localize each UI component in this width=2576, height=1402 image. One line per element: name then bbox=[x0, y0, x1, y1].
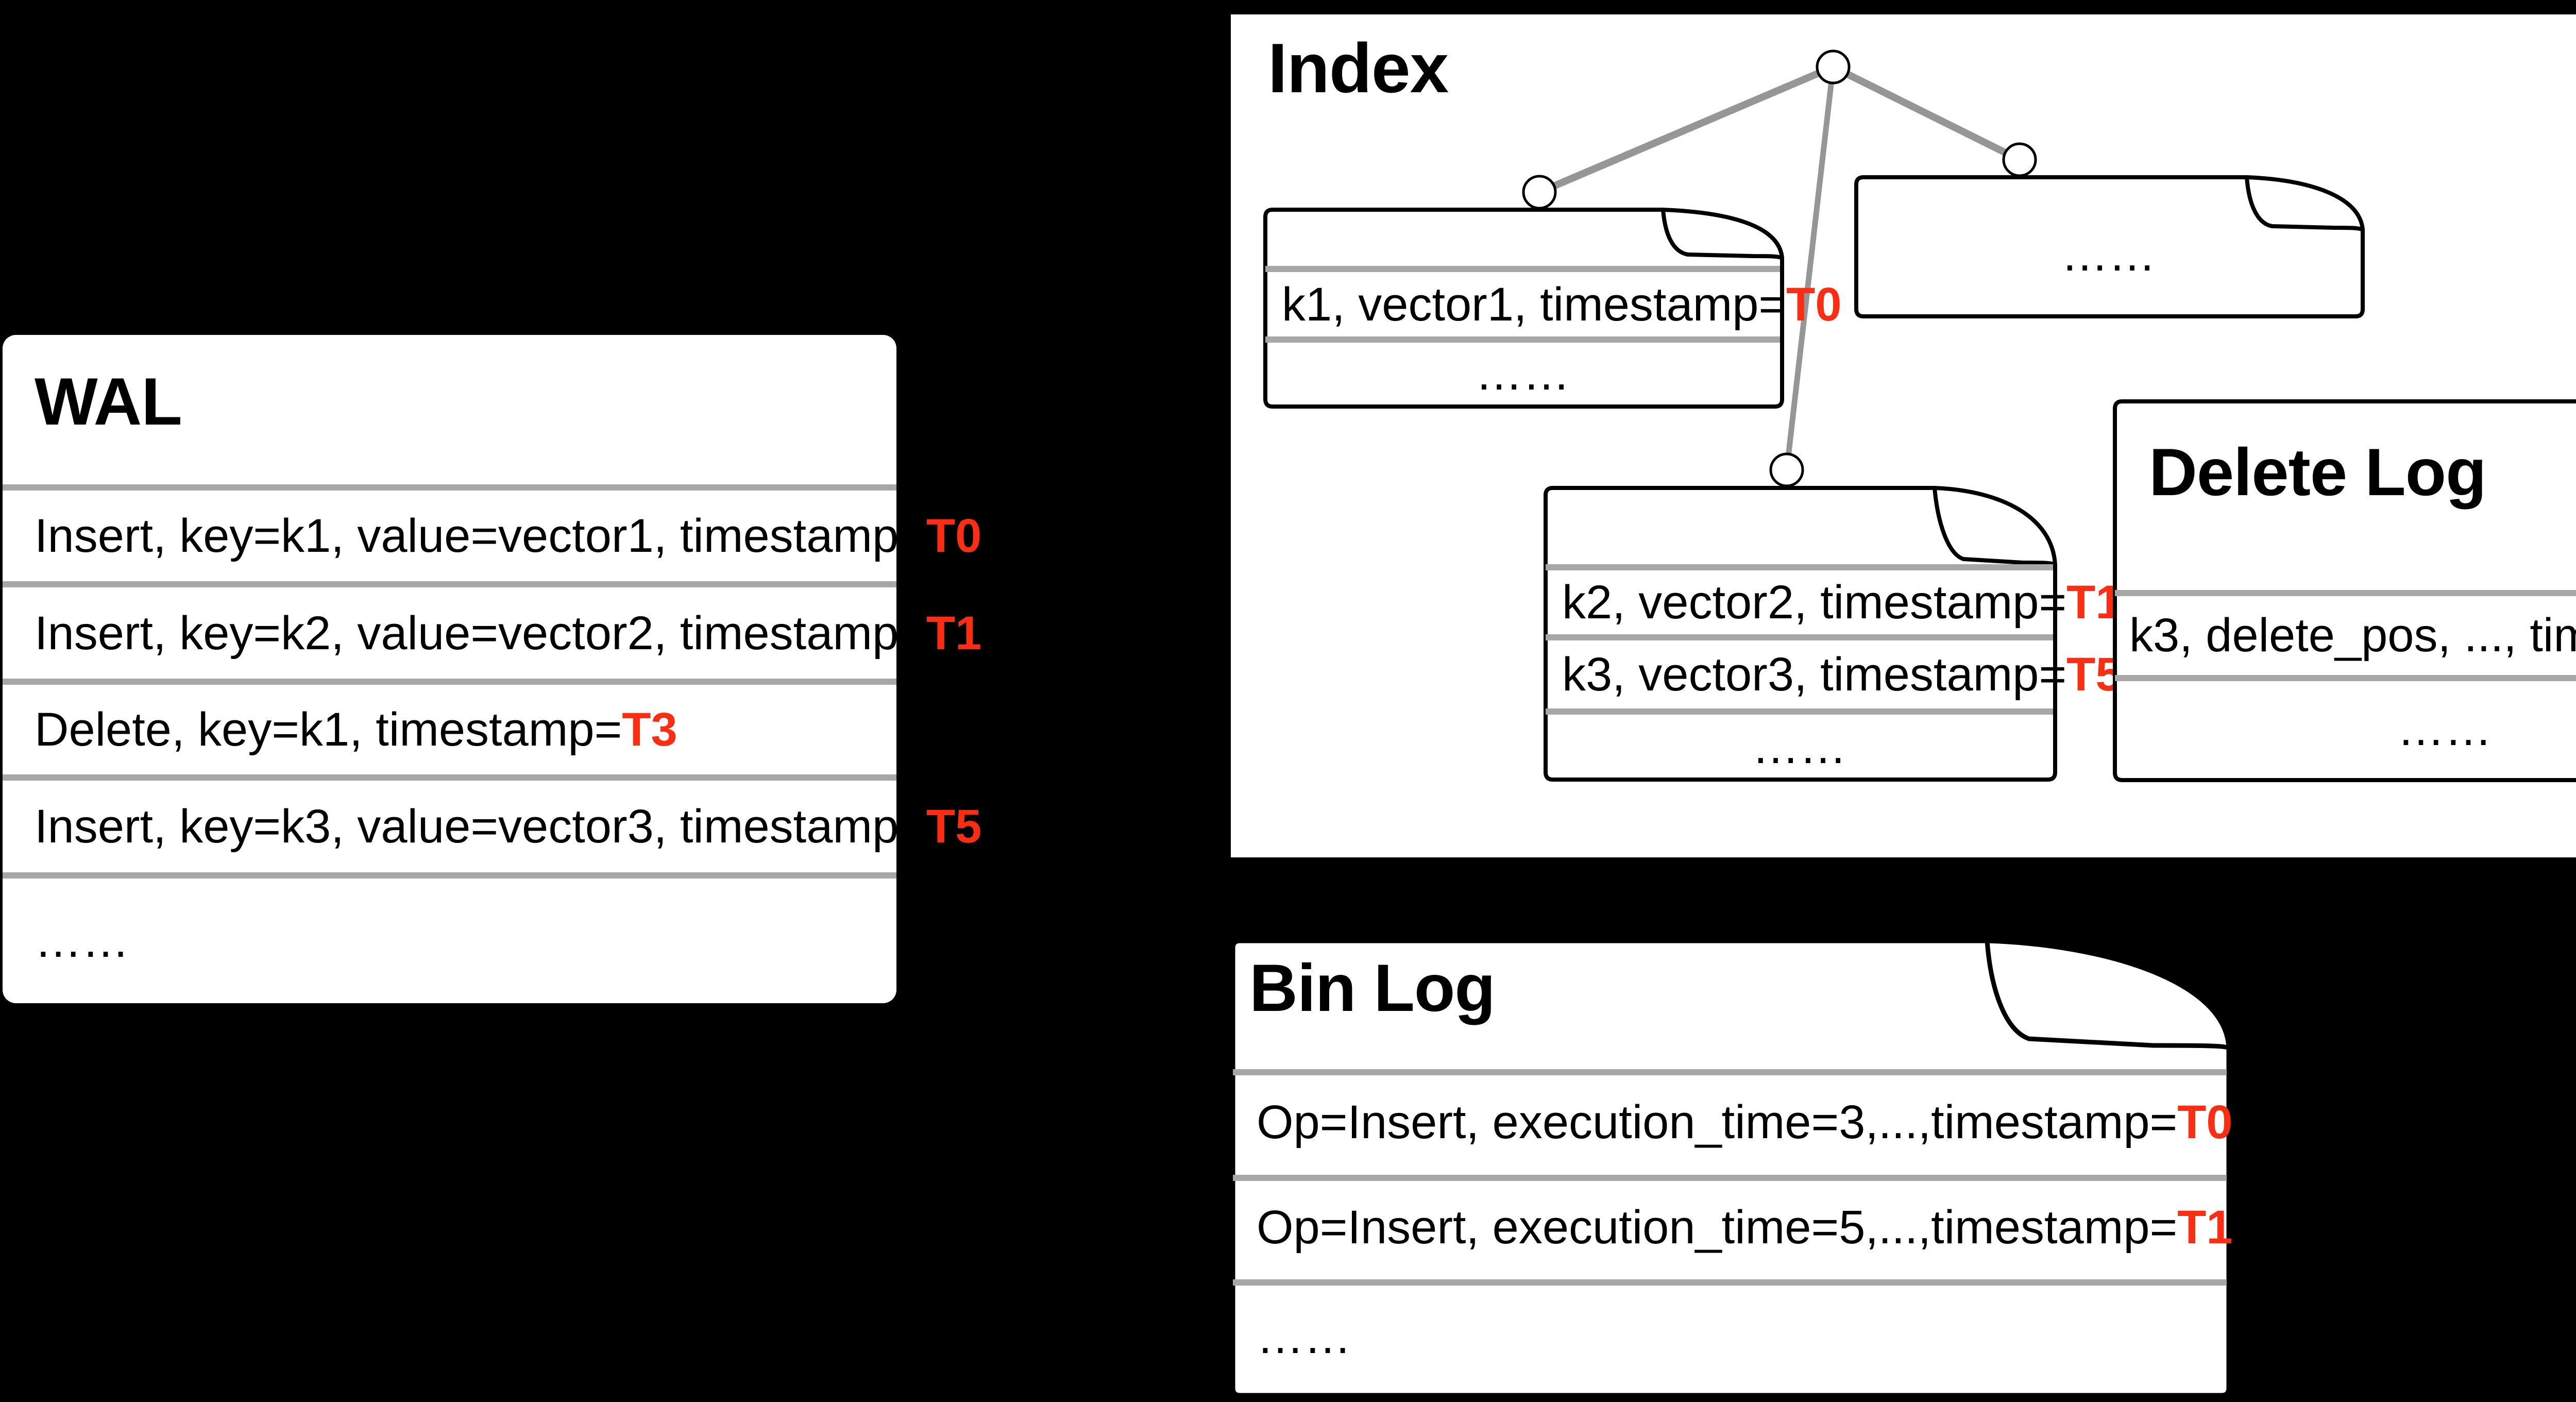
segment-row-text: k2, vector2, timestamp= bbox=[1562, 576, 2067, 629]
segment3-row-k3: k3, vector3, timestamp=T5 bbox=[1562, 640, 2122, 708]
ellipsis-text: …… bbox=[35, 915, 129, 967]
index-tree-graph bbox=[1522, 49, 2037, 487]
doc-separator bbox=[1265, 336, 1780, 343]
doc-separator bbox=[1546, 634, 2053, 640]
delete-log-row-more: …… bbox=[2118, 681, 2576, 777]
delete-log-document: Delete Log k3, delete_pos, ..., timestam… bbox=[2111, 399, 2576, 782]
timestamp-t1: T1 bbox=[2177, 1201, 2233, 1254]
ellipsis-text: …… bbox=[1475, 347, 1570, 400]
doc-separator bbox=[1233, 1069, 2227, 1075]
bin-log-title: Bin Log bbox=[1249, 950, 1496, 1025]
wal-separator bbox=[3, 872, 896, 879]
page-outline bbox=[1263, 208, 1784, 409]
segment2-row-more: …… bbox=[1859, 191, 2358, 318]
doc-separator bbox=[1546, 708, 2053, 715]
index-segment1-document: k1, vector1, timestamp=T0 …… bbox=[1261, 208, 1842, 409]
folded-corner-icon bbox=[1933, 486, 2057, 567]
wal-panel: WAL Insert, key=k1, value=vector1, times… bbox=[3, 335, 981, 1003]
tree-node-segment1 bbox=[1522, 175, 1557, 210]
segment-row-text: k3, vector3, timestamp= bbox=[1562, 648, 2067, 701]
bin-log-row-1: Op=Insert, execution_time=3,...,timestam… bbox=[1257, 1075, 2233, 1169]
folded-corner-icon bbox=[2245, 175, 2365, 232]
document-shape bbox=[1544, 486, 2057, 782]
wal-row-text: Delete, key=k1, timestamp= bbox=[35, 703, 622, 756]
doc-separator bbox=[2115, 590, 2576, 596]
timestamp-t3: T3 bbox=[622, 703, 677, 756]
ellipsis-text: …… bbox=[2061, 228, 2156, 281]
wal-separator bbox=[3, 484, 896, 491]
timestamp-t0: T0 bbox=[2177, 1095, 2233, 1148]
folded-corner-icon bbox=[1985, 939, 2231, 1051]
page-outline bbox=[1544, 486, 2057, 782]
delete-log-row-text: k3, delete_pos, ..., timestamp= bbox=[2129, 609, 2576, 662]
delete-log-title: Delete Log bbox=[2149, 434, 2487, 510]
wal-row-text: Insert, key=k2, value=vector2, timestamp… bbox=[35, 606, 926, 660]
index-segment2-document: …… bbox=[1852, 175, 2365, 318]
timestamp-t5: T5 bbox=[2066, 648, 2122, 701]
ellipsis-text: …… bbox=[1257, 1311, 1351, 1363]
timestamp-t1: T1 bbox=[2066, 576, 2122, 629]
wal-row-text: Insert, key=k1, value=vector1, timestamp… bbox=[35, 510, 926, 562]
doc-separator bbox=[1546, 564, 2053, 570]
segment1-row-k1: k1, vector1, timestamp=T0 bbox=[1282, 272, 1842, 336]
timestamp-t5: T5 bbox=[926, 800, 982, 853]
tree-edge-root-left bbox=[1538, 63, 1835, 196]
bin-log-row-2: Op=Insert, execution_time=5,...,timestam… bbox=[1257, 1181, 2233, 1273]
wal-row-insert-k1: Insert, key=k1, value=vector1, timestamp… bbox=[35, 491, 981, 581]
document-shape bbox=[1263, 208, 1784, 409]
tree-root-node bbox=[1816, 49, 1851, 85]
ellipsis-text: …… bbox=[2397, 703, 2492, 755]
index-segment3-document: k2, vector2, timestamp=T1 k3, vector3, t… bbox=[1541, 486, 2122, 782]
segment3-row-more: …… bbox=[1549, 715, 2050, 780]
bin-log-document: Bin Log Op=Insert, execution_time=3,...,… bbox=[1229, 939, 2233, 1397]
wal-row-more: …… bbox=[35, 879, 886, 1003]
doc-separator bbox=[1233, 1175, 2227, 1181]
page-outline bbox=[1854, 175, 2365, 318]
folded-corner-icon bbox=[1661, 208, 1784, 260]
wal-row-insert-k3: Insert, key=k3, value=vector3, timestamp… bbox=[35, 781, 981, 872]
segment3-row-k2: k2, vector2, timestamp=T1 bbox=[1562, 570, 2122, 634]
doc-separator bbox=[1233, 1279, 2227, 1286]
doc-separator bbox=[2115, 675, 2576, 681]
doc-separator bbox=[1265, 266, 1780, 272]
index-panel-title: Index bbox=[1268, 29, 1449, 107]
wal-panel-title: WAL bbox=[35, 364, 182, 439]
timestamp-t0: T0 bbox=[926, 510, 982, 562]
tree-node-segment2 bbox=[2002, 142, 2037, 177]
wal-separator bbox=[3, 679, 896, 685]
segment1-row-more: …… bbox=[1268, 343, 1777, 404]
tree-edge-root-middle bbox=[1784, 66, 1836, 470]
tree-node-segment3 bbox=[1769, 452, 1804, 487]
timestamp-t0: T0 bbox=[1786, 278, 1842, 331]
bin-log-row-more: …… bbox=[1257, 1286, 2224, 1389]
timestamp-t1: T1 bbox=[926, 606, 982, 660]
wal-separator bbox=[3, 581, 896, 587]
document-shape bbox=[1854, 175, 2365, 318]
tree-edge-root-right bbox=[1831, 63, 2022, 163]
wal-row-delete-k1: Delete, key=k1, timestamp=T3 bbox=[35, 685, 886, 774]
segment-row-text: k1, vector1, timestamp= bbox=[1282, 278, 1787, 331]
wal-row-text: Insert, key=k3, value=vector3, timestamp… bbox=[35, 800, 926, 853]
bin-log-row-text: Op=Insert, execution_time=5,...,timestam… bbox=[1257, 1201, 2178, 1254]
ellipsis-text: …… bbox=[1752, 721, 1847, 773]
delete-log-row-k3: k3, delete_pos, ..., timestamp=T3 bbox=[2129, 596, 2576, 674]
wal-row-insert-k2: Insert, key=k2, value=vector2, timestamp… bbox=[35, 587, 981, 679]
wal-separator bbox=[3, 774, 896, 781]
bin-log-row-text: Op=Insert, execution_time=3,...,timestam… bbox=[1257, 1095, 2178, 1148]
